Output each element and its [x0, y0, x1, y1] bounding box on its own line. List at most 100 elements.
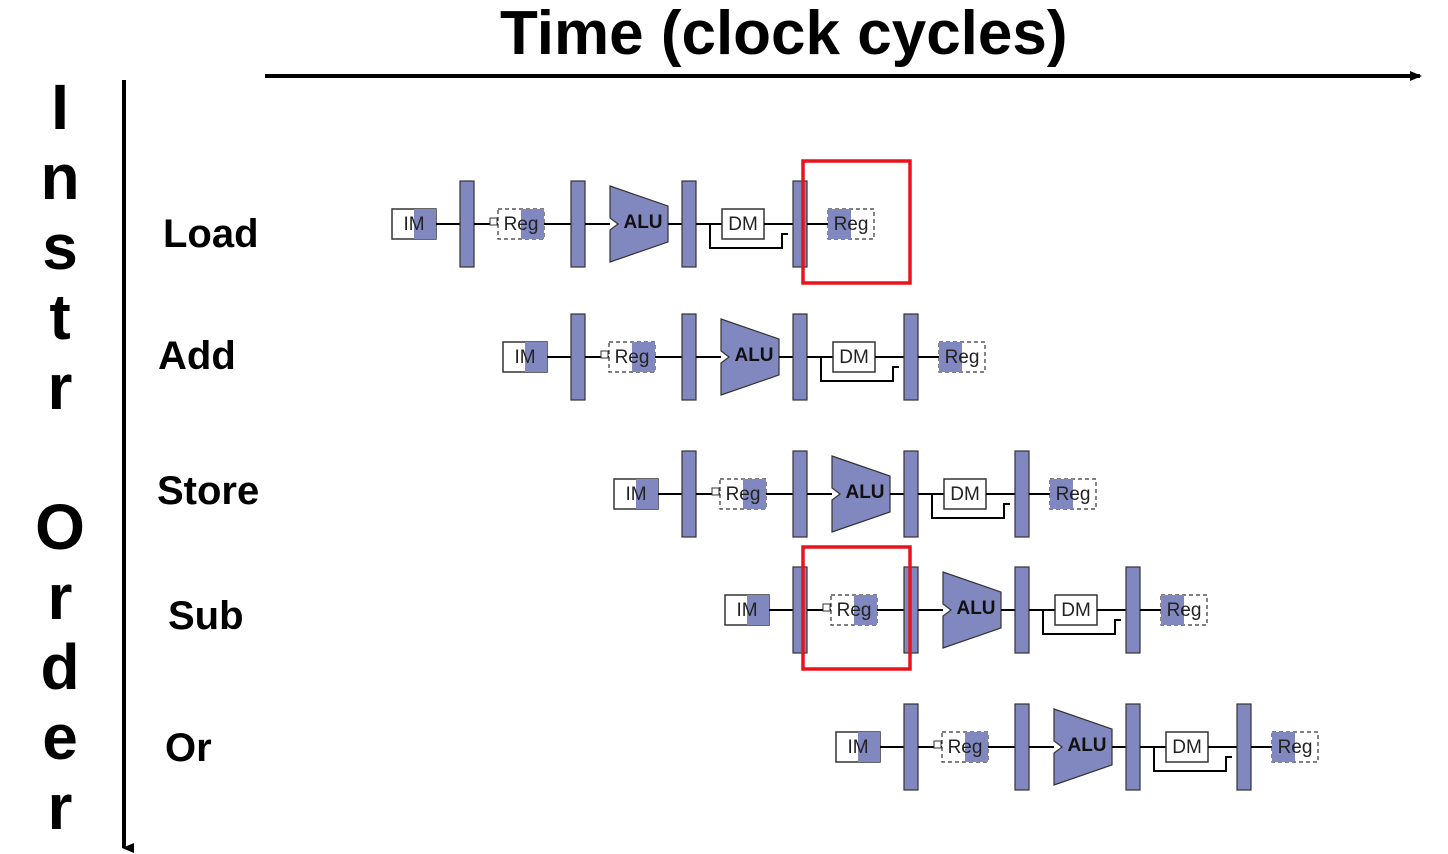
im-block-shade: [636, 479, 658, 509]
reg-write-label: Reg: [1056, 484, 1091, 505]
alu-block: [609, 185, 669, 263]
alu-block: [720, 318, 780, 396]
order-label-letter: e: [42, 701, 78, 773]
pipeline-row-store: IM Reg ALU DM Reg: [613, 450, 1097, 538]
dm-label: DM: [1172, 737, 1202, 758]
order-label-letter: d: [40, 631, 80, 703]
order-label-letter: r: [47, 771, 73, 843]
dm-label: DM: [950, 484, 980, 505]
reg-read-shade: [965, 732, 988, 762]
alu-label: ALU: [623, 212, 662, 233]
alu-label: ALU: [845, 482, 884, 503]
pipeline-register: [903, 703, 919, 791]
pipeline-register: [570, 313, 586, 401]
reg-read-label: Reg: [615, 347, 650, 368]
im-label: IM: [847, 737, 868, 758]
highlight-load-writeback: [801, 159, 912, 285]
dm-bypass-wire: [1153, 747, 1232, 772]
pipeline-register: [1014, 566, 1030, 654]
pipeline-register: [1014, 703, 1030, 791]
time-axis-title: Time (clock cycles): [500, 0, 1068, 68]
im-label: IM: [403, 214, 424, 235]
pipeline-row-add: IM Reg ALU DM Reg: [502, 313, 986, 401]
alu-block: [1053, 708, 1113, 786]
dm-block: [832, 341, 876, 373]
dm-block: [721, 208, 765, 240]
pipeline-register: [792, 180, 808, 268]
im-label: IM: [514, 347, 535, 368]
pipeline-register: [681, 180, 697, 268]
order-label-letter: r: [47, 561, 73, 633]
order-label-letter: r: [47, 351, 73, 423]
reg-write-shade: [828, 209, 851, 239]
reg-read-label: Reg: [948, 737, 983, 758]
reg-port: [600, 350, 609, 359]
reg-read-shade: [521, 209, 544, 239]
dm-block: [1054, 594, 1098, 626]
im-block-shade: [858, 732, 880, 762]
highlight-sub-regread: [801, 545, 912, 671]
dm-block: [1165, 731, 1209, 763]
reg-read-label: Reg: [837, 600, 872, 621]
pipeline-register: [792, 566, 808, 654]
pipeline-register: [903, 450, 919, 538]
pipeline-register: [1236, 703, 1252, 791]
im-label: IM: [625, 484, 646, 505]
alu-block: [831, 455, 891, 533]
pipeline-register: [681, 450, 697, 538]
instruction-label-load: Load: [163, 212, 259, 256]
dm-label: DM: [728, 214, 758, 235]
reg-write-label: Reg: [834, 214, 869, 235]
dm-bypass-wire: [820, 357, 899, 382]
instruction-label-store: Store: [157, 469, 260, 513]
reg-read-shade: [854, 595, 877, 625]
instruction-label-add: Add: [158, 334, 236, 378]
pipeline-row-or: IM Reg ALU DM Reg: [835, 703, 1319, 791]
pipeline-row-load: IM Reg ALU DM Reg: [391, 180, 875, 268]
dm-label: DM: [1061, 600, 1091, 621]
reg-write-shade: [1161, 595, 1184, 625]
order-label-letter: O: [35, 491, 85, 563]
pipeline-register: [681, 313, 697, 401]
alu-label: ALU: [956, 598, 995, 619]
instruction-label-or: Or: [165, 726, 212, 770]
dm-bypass-wire: [1042, 610, 1121, 635]
order-label-letter: s: [42, 211, 78, 283]
reg-write-shade: [939, 342, 962, 372]
reg-port: [489, 217, 498, 226]
reg-read-label: Reg: [726, 484, 761, 505]
reg-read-label: Reg: [504, 214, 539, 235]
pipeline-row-sub: IM Reg ALU DM Reg: [724, 566, 1208, 654]
order-label-letter: I: [51, 71, 69, 143]
pipeline-register: [792, 313, 808, 401]
alu-block: [942, 571, 1002, 649]
im-block-shade: [747, 595, 769, 625]
dm-bypass-wire: [709, 224, 788, 249]
alu-label: ALU: [734, 345, 773, 366]
pipeline-register: [1014, 450, 1030, 538]
reg-read-shade: [632, 342, 655, 372]
reg-write-shade: [1050, 479, 1073, 509]
reg-port: [711, 487, 720, 496]
reg-write-shade: [1272, 732, 1295, 762]
reg-write-label: Reg: [945, 347, 980, 368]
dm-bypass-wire: [931, 494, 1010, 519]
pipeline-register: [792, 450, 808, 538]
reg-port: [933, 740, 942, 749]
order-label-letter: n: [40, 141, 80, 213]
pipeline-register: [1125, 703, 1141, 791]
reg-write-label: Reg: [1278, 737, 1313, 758]
dm-label: DM: [839, 347, 869, 368]
alu-label: ALU: [1067, 735, 1106, 756]
reg-read-shade: [743, 479, 766, 509]
pipeline-register: [459, 180, 475, 268]
im-block-shade: [525, 342, 547, 372]
reg-write-label: Reg: [1167, 600, 1202, 621]
im-label: IM: [736, 600, 757, 621]
order-label-letter: t: [49, 281, 71, 353]
instruction-label-sub: Sub: [168, 594, 244, 638]
pipeline-register: [1125, 566, 1141, 654]
reg-port: [822, 603, 831, 612]
